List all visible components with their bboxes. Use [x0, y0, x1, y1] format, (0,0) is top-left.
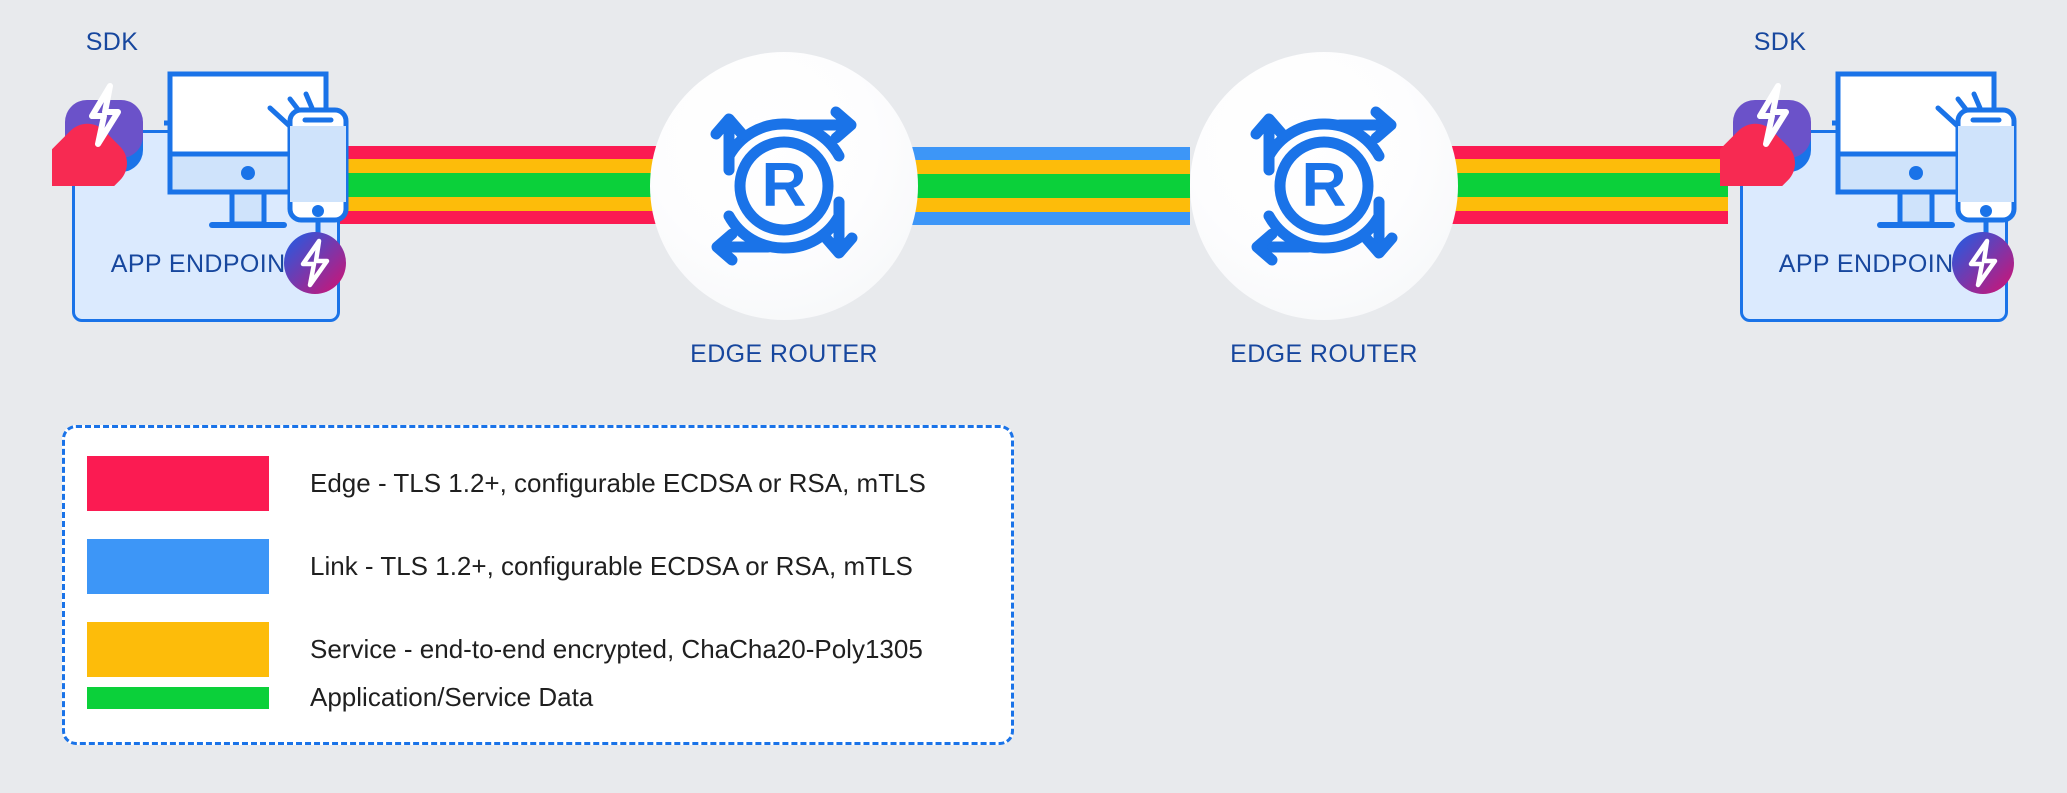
sdk-stack-icon — [52, 83, 143, 186]
device-illustration — [1832, 71, 2017, 246]
device-illustration — [164, 71, 349, 246]
svg-text:R: R — [762, 151, 807, 220]
band-data-right — [1406, 173, 1728, 197]
band-edge-right-top — [1406, 146, 1728, 159]
band-service-left-top — [340, 159, 662, 173]
sdk-badge-icon — [1952, 232, 2014, 294]
legend-label-service: Service - end-to-end encrypted, ChaCha20… — [310, 634, 923, 664]
band-link-mid-bottom — [878, 212, 1190, 225]
right-router-label: EDGE ROUTER — [1230, 340, 1418, 368]
left-endpoint-label: APP ENDPOINT — [110, 250, 302, 278]
encrypted-path-pipe — [0, 0, 2067, 360]
router-disc — [1190, 52, 1458, 320]
router-icon: R — [1250, 106, 1398, 266]
left-sdk-label: SDK — [85, 28, 139, 56]
band-link-mid-top — [878, 147, 1190, 160]
band-edge-right-bottom — [1406, 211, 1728, 224]
legend-item: Application/Service Data — [87, 682, 593, 713]
legend-item: Link - TLS 1.2+, configurable ECDSA or R… — [87, 539, 913, 594]
sdk-badge-icon — [284, 232, 346, 294]
right-router[interactable]: R EDGE ROUTER — [1190, 52, 1458, 368]
left-endpoint[interactable]: APP ENDPOINT SDK — [52, 28, 360, 322]
left-router-label: EDGE ROUTER — [690, 340, 878, 368]
svg-text:R: R — [1302, 151, 1347, 220]
band-service-right-top — [1406, 159, 1728, 173]
legend-swatch-edge — [87, 456, 269, 511]
legend-label-edge: Edge - TLS 1.2+, configurable ECDSA or R… — [310, 468, 926, 498]
band-data-mid — [878, 174, 1190, 198]
band-service-left-bottom — [340, 197, 662, 211]
band-service-mid-top — [878, 160, 1190, 174]
right-sdk-label: SDK — [1753, 28, 1807, 56]
legend-label-link: Link - TLS 1.2+, configurable ECDSA or R… — [310, 551, 913, 581]
legend-swatch-data — [87, 686, 269, 709]
band-service-mid-bottom — [878, 198, 1190, 212]
router-icon: R — [710, 106, 858, 266]
legend-label-data: Application/Service Data — [310, 682, 594, 712]
right-endpoint-label: APP ENDPOINT — [1778, 250, 1970, 278]
sdk-stack-icon — [1720, 83, 1811, 186]
left-router[interactable]: R EDGE ROUTER — [650, 52, 918, 368]
legend-swatch-service — [87, 622, 269, 677]
legend-swatch-link — [87, 539, 269, 594]
legend-item: Edge - TLS 1.2+, configurable ECDSA or R… — [87, 456, 926, 511]
right-endpoint[interactable]: APP ENDPOINT SDK — [1720, 28, 2028, 322]
band-edge-left-bottom — [340, 211, 662, 224]
router-disc — [650, 52, 918, 320]
band-service-right-bottom — [1406, 197, 1728, 211]
legend-panel: Edge - TLS 1.2+, configurable ECDSA or R… — [62, 425, 1014, 745]
band-edge-left-top — [340, 146, 662, 159]
band-data-left — [340, 173, 662, 197]
legend-item: Service - end-to-end encrypted, ChaCha20… — [87, 622, 923, 677]
